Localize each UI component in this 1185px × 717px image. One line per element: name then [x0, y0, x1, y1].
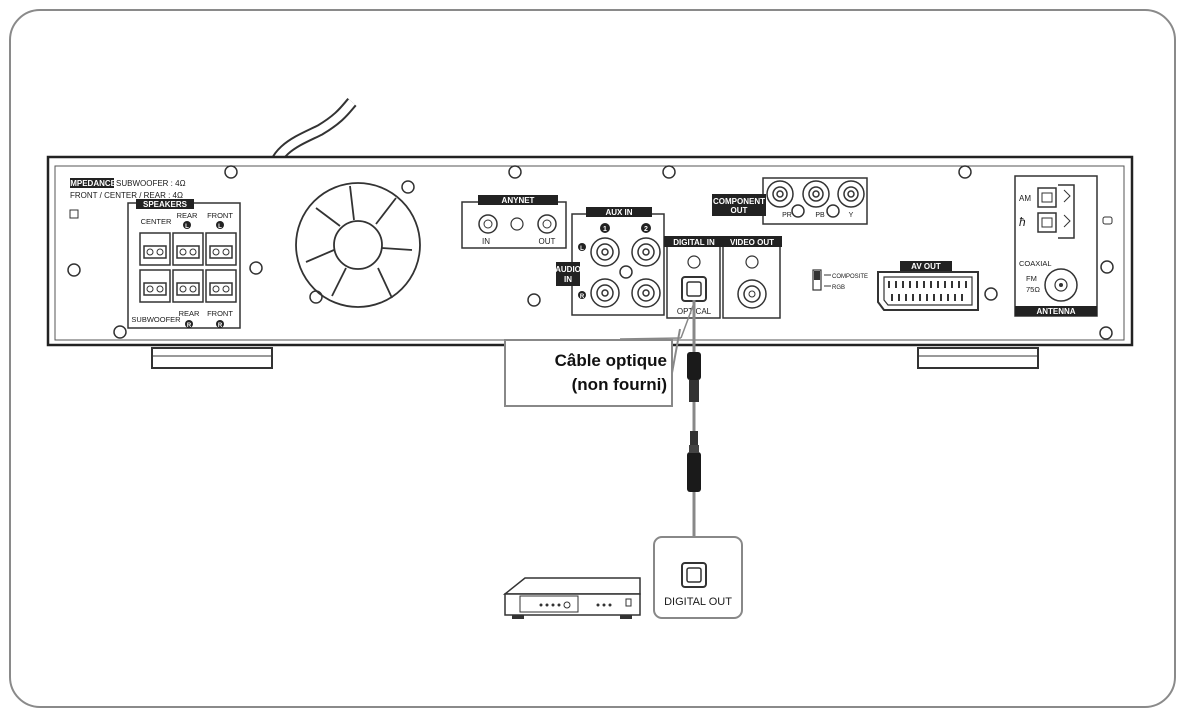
side-notch-right — [1102, 216, 1113, 225]
audio-in-label-line2: IN — [564, 275, 572, 284]
speakers-header: SPEAKERS — [143, 200, 188, 209]
video-out-header: VIDEO OUT — [730, 238, 774, 247]
impedance-badge: IMPEDANCE — [68, 179, 117, 188]
label-rear-bottom: REAR — [179, 309, 200, 318]
label-subwoofer: SUBWOOFER — [131, 315, 181, 324]
rear-left-mark: L — [185, 224, 189, 230]
video-out-section: VIDEO OUT — [722, 236, 782, 319]
impedance-label: IMPEDANCE SUBWOOFER : 4Ω FRONT / CENTER … — [68, 178, 186, 200]
screw-icon — [67, 165, 1114, 340]
coaxial-label: COAXIAL — [1019, 259, 1052, 268]
aux-num-2: 2 — [644, 226, 648, 233]
av-out-header: AV OUT — [911, 262, 941, 271]
optical-cable — [687, 300, 701, 560]
anynet-header: ANYNET — [502, 196, 535, 205]
anynet-out-label: OUT — [539, 237, 556, 246]
video-output-switch: COMPOSITE RGB — [812, 269, 868, 291]
anynet-section: ANYNET IN OUT — [461, 195, 567, 249]
aux-left-mark: L — [580, 246, 584, 252]
am-label: AM — [1019, 194, 1031, 203]
pr-label: PR — [782, 212, 792, 219]
source-device — [502, 577, 641, 619]
rgb-label: RGB — [832, 285, 845, 291]
label-front-top: FRONT — [207, 211, 233, 220]
component-out-section: COMPONENT OUT PR PB Y — [712, 177, 868, 225]
component-out-label-line2: OUT — [731, 206, 748, 215]
cooling-fan — [295, 182, 421, 308]
left-foot — [151, 347, 273, 369]
composite-label: COMPOSITE — [832, 274, 868, 280]
label-rear-top: REAR — [177, 211, 198, 220]
component-out-label-line1: COMPONENT — [713, 197, 765, 206]
callout-line1: Câble optique — [555, 351, 667, 370]
front-left-mark: L — [218, 224, 222, 230]
antenna-section: AM ħ COAXIAL FM 75Ω ANTENNA — [1014, 175, 1098, 317]
av-out-scart: AV OUT — [877, 261, 979, 311]
antenna-label: ANTENNA — [1036, 307, 1075, 316]
fm-label: FM — [1026, 274, 1037, 283]
ground-symbol: ħ — [1019, 215, 1026, 229]
label-front-bottom: FRONT — [207, 309, 233, 318]
cable-callout: Câble optique (non fourni) — [504, 302, 695, 407]
aux-in-section: AUX IN 1 2 L R AUDIO IN — [555, 207, 665, 316]
label-center: CENTER — [141, 217, 172, 226]
impedance-front-center-rear: FRONT / CENTER / REAR : 4Ω — [70, 191, 183, 200]
aux-num-1: 1 — [603, 226, 607, 233]
front-right-mark: R — [218, 323, 223, 329]
pb-label: PB — [815, 212, 825, 219]
fm-impedance-label: 75Ω — [1026, 285, 1040, 294]
y-label: Y — [849, 212, 854, 219]
impedance-subwoofer: SUBWOOFER : 4Ω — [116, 179, 186, 188]
callout-line2: (non fourni) — [572, 375, 667, 394]
audio-in-label-line1: AUDIO — [555, 265, 581, 274]
side-notch — [69, 209, 79, 219]
digital-out-box: DIGITAL OUT — [653, 536, 743, 619]
aux-right-mark: R — [580, 294, 585, 300]
speakers-terminal-block: SPEAKERS CENTER REAR FRONT L L SUBWOOFER… — [127, 199, 241, 329]
right-foot — [917, 347, 1039, 369]
digital-out-label: DIGITAL OUT — [664, 596, 732, 608]
digital-in-header: DIGITAL IN — [673, 238, 715, 247]
anynet-in-label: IN — [482, 237, 490, 246]
rear-right-mark: R — [187, 323, 192, 329]
aux-in-header: AUX IN — [605, 208, 632, 217]
